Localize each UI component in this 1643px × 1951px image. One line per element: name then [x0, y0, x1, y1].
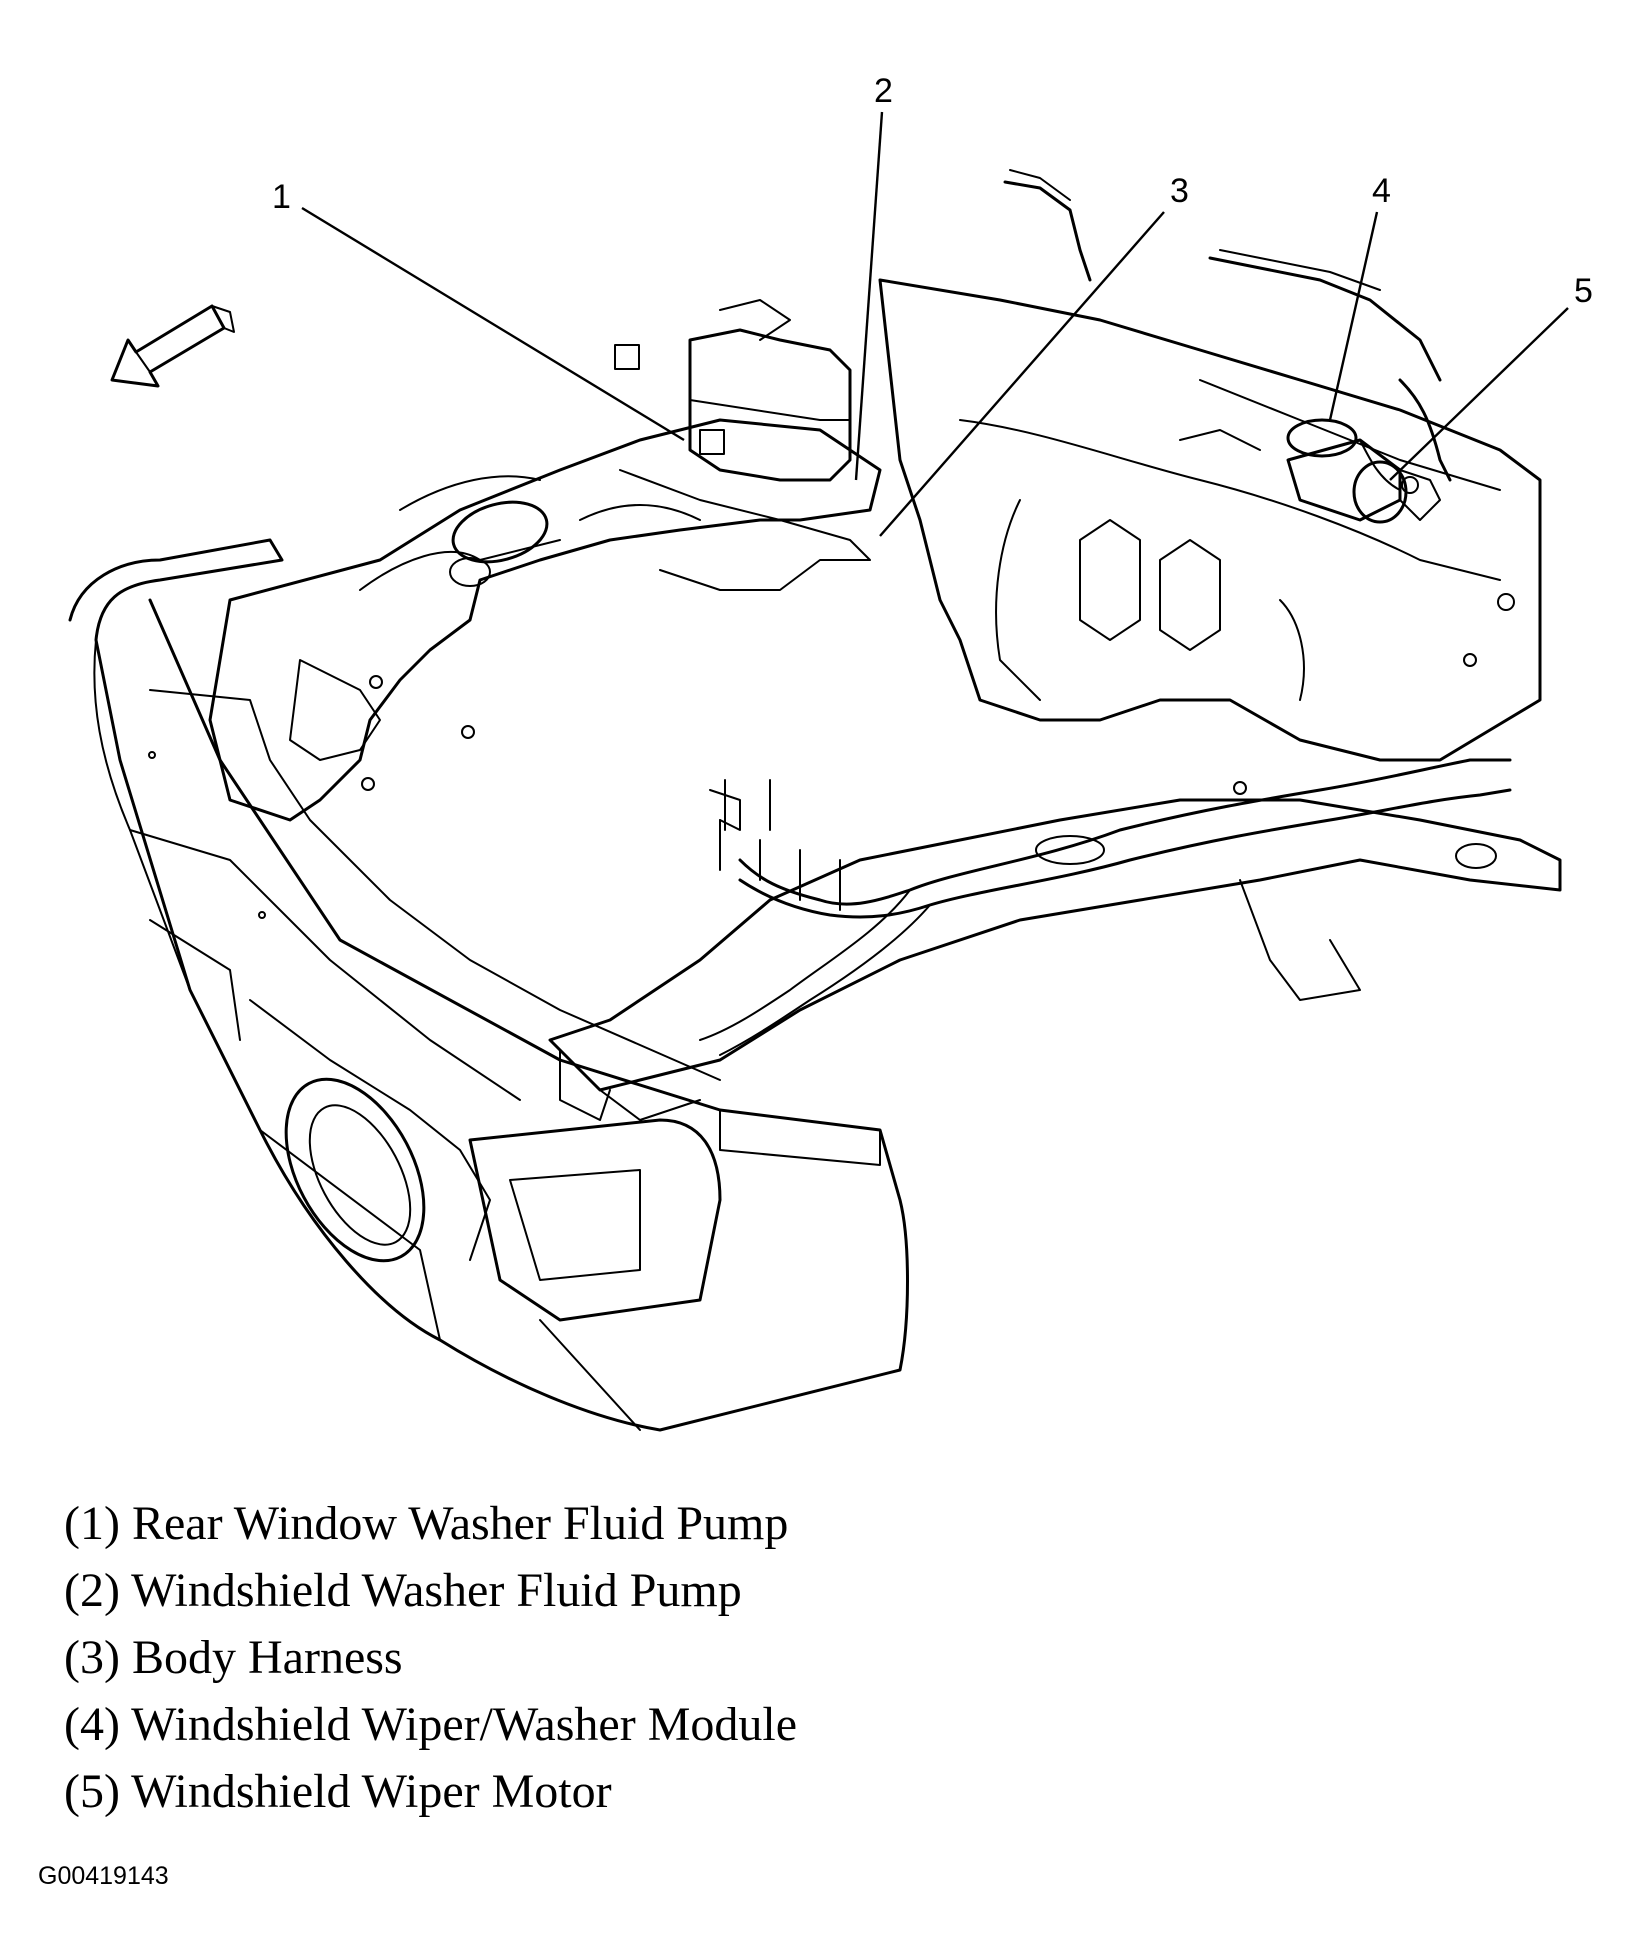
right-frame-rail	[548, 798, 1562, 1121]
leader-line-1	[301, 206, 685, 442]
wiper-motor-module	[1199, 379, 1501, 524]
washer-reservoir	[614, 299, 852, 482]
leader-line-3	[879, 211, 1165, 537]
callout-1: 1	[272, 178, 291, 216]
forward-direction-arrow-icon	[110, 304, 235, 388]
left-wheelhouse-frame	[208, 418, 882, 822]
callout-numbers: 1 2 3 4 5	[272, 72, 1593, 310]
legend-item-3: (3) Body Harness	[64, 1631, 403, 1684]
leader-line-5	[1389, 307, 1569, 481]
wiring-harness-conduit	[699, 758, 1512, 1056]
wiper-arms	[1003, 169, 1442, 382]
callout-4: 4	[1372, 172, 1391, 210]
callout-5: 5	[1574, 272, 1593, 310]
leader-line-4	[1328, 211, 1379, 421]
legend-item-1: (1) Rear Window Washer Fluid Pump	[64, 1497, 789, 1550]
figure-id: G00419143	[38, 1862, 169, 1890]
legend-item-2: (2) Windshield Washer Fluid Pump	[64, 1564, 742, 1617]
callout-3: 3	[1170, 172, 1189, 210]
leader-line-2	[854, 111, 884, 481]
callout-leader-lines	[301, 111, 1569, 537]
callout-2: 2	[874, 72, 893, 110]
legend-item-4: (4) Windshield Wiper/Washer Module	[64, 1698, 798, 1751]
legend-item-5: (5) Windshield Wiper Motor	[64, 1765, 612, 1818]
cowl-dash-panel	[878, 278, 1542, 762]
front-bumper	[68, 538, 909, 1432]
component-legend: (1) Rear Window Washer Fluid Pump (2) Wi…	[64, 1490, 797, 1825]
